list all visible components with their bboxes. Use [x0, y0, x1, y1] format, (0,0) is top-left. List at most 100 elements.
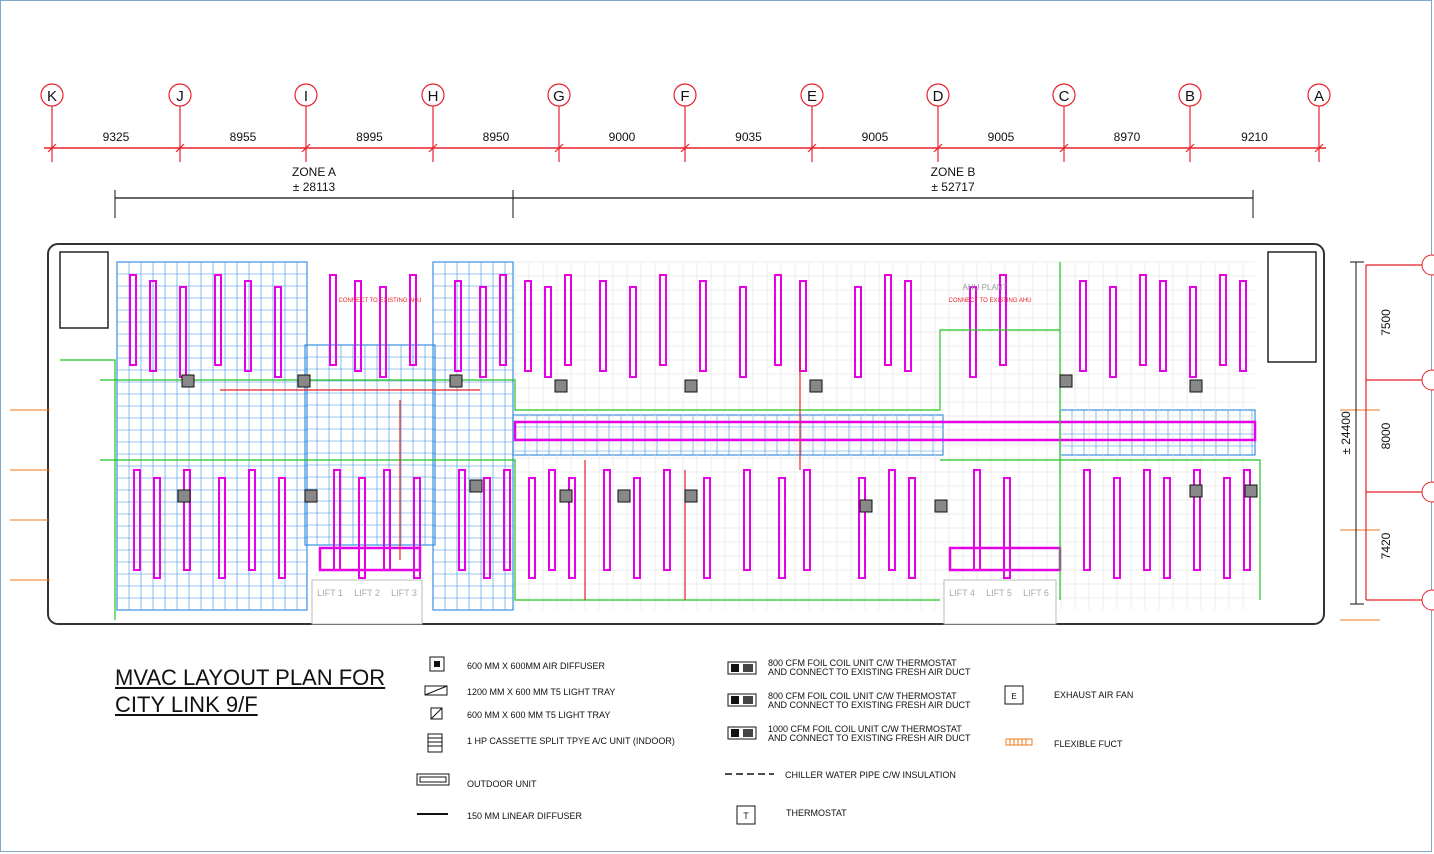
legend-outdoor: OUTDOOR UNIT: [467, 779, 537, 789]
legend-light-tray-600: 600 MM X 600 MM T5 LIGHT TRAY: [467, 710, 611, 720]
pipe-run-1: [100, 459, 940, 601]
duct-upper-0: [129, 274, 137, 366]
fcu-unit-4: [449, 374, 463, 388]
lift-block-b: [943, 579, 1057, 625]
duct-lower-18: [663, 469, 671, 571]
fcu-unit-0: [177, 489, 191, 503]
spacing-label-4: 9000: [609, 130, 636, 144]
spacing-label-5: 9035: [735, 130, 762, 144]
duct-upper-13: [524, 280, 532, 372]
grid-label-G: G: [553, 88, 565, 105]
grid-tick-C: [1059, 143, 1069, 153]
stair-core-left: [59, 251, 109, 329]
duct-upper-33: [1219, 274, 1227, 366]
fcu-unit-1: [304, 489, 318, 503]
ductwork: [129, 274, 1257, 579]
duct-upper-16: [599, 280, 607, 372]
linear-diffuser-symbol: [417, 813, 448, 815]
grid-tick-E: [807, 143, 817, 153]
duct-lower-27: [1003, 477, 1011, 579]
duct-lower-34: [1243, 469, 1251, 571]
legend-fcu-800-2-line1: 800 CFM FOIL COIL UNIT C/W THERMOSTAT: [768, 691, 957, 701]
duct-lower-21: [778, 477, 786, 579]
duct-lower-8: [383, 469, 391, 571]
grid-tick-F: [680, 143, 690, 153]
lift-5-label: LIFT 5: [986, 588, 1012, 598]
duct-upper-28: [1079, 280, 1087, 372]
spacing-label-1: 8955: [230, 130, 257, 144]
fcu-unit-9: [684, 379, 698, 393]
fcu-unit-8: [554, 379, 568, 393]
ahu-plant-label: AHU PLANT: [963, 283, 1008, 292]
duct-lower-31: [1163, 477, 1171, 579]
fcu-unit-7: [684, 489, 698, 503]
duct-upper-23: [854, 286, 862, 378]
pipe-run-3: [60, 359, 116, 620]
svg-text:T: T: [743, 811, 749, 821]
right-grid-bubble-2: [1421, 481, 1434, 503]
flexible-duct-symbol: [1005, 738, 1033, 746]
svg-text:E: E: [1011, 692, 1016, 701]
duct-upper-25: [904, 280, 912, 372]
grid-label-K: K: [47, 88, 57, 105]
duct-upper-17: [629, 286, 637, 378]
fcu-unit-11: [859, 499, 873, 513]
duct-lower-29: [1113, 477, 1121, 579]
duct-lower-23: [858, 477, 866, 579]
connect-ahu-label-b: CONNECT TO EXISTING AHU: [948, 298, 1031, 304]
lift-1-label: LIFT 1: [317, 588, 343, 598]
building-outline: [47, 243, 1325, 625]
duct-lower-2: [183, 469, 191, 571]
duct-lower-16: [603, 469, 611, 571]
duct-upper-21: [774, 274, 782, 366]
duct-lower-33: [1223, 477, 1231, 579]
duct-lower-3: [218, 477, 226, 579]
duct-lower-7: [358, 477, 366, 579]
duct-upper-5: [274, 286, 282, 378]
fcu-unit-14: [1189, 379, 1203, 393]
right-grid-bubble-3: [1421, 589, 1434, 611]
duct-lower-22: [803, 469, 811, 571]
duct-lower-17: [633, 477, 641, 579]
duct-lower-5: [278, 477, 286, 579]
grid-label-D: D: [933, 88, 944, 105]
duct-lobby-a: [318, 546, 422, 572]
fcu-1000-symbol: [727, 726, 757, 740]
duct-lower-19: [703, 477, 711, 579]
fcu-unit-10: [809, 379, 823, 393]
grid-label-F: F: [680, 88, 689, 105]
grid-bubble-A: [1307, 83, 1331, 107]
lift-2-label: LIFT 2: [354, 588, 380, 598]
duct-lower-32: [1193, 469, 1201, 571]
lift-lobby-a: LIFT 1 LIFT 2 LIFT 3: [311, 579, 423, 625]
spacing-label-9: 9210: [1241, 130, 1268, 144]
grid-tick-I: [301, 143, 311, 153]
fcu-unit-16: [1244, 484, 1258, 498]
duct-lower-28: [1083, 469, 1091, 571]
duct-lower-30: [1143, 469, 1151, 571]
chilled-water-pipes: [10, 262, 1380, 621]
duct-lower-15: [568, 477, 576, 579]
fcu-unit-3: [297, 374, 311, 388]
lift-6-label: LIFT 6: [1023, 588, 1049, 598]
grid-bubble-H: [421, 83, 445, 107]
grid-tick-J: [175, 143, 185, 153]
legend-thermostat: THERMOSTAT: [786, 808, 847, 818]
duct-upper-6: [329, 274, 337, 366]
grid-bubble-K: [40, 83, 64, 107]
legend-cassette: 1 HP CASSETTE SPLIT TPYE A/C UNIT (INDOO…: [467, 736, 675, 746]
grid-label-B: B: [1185, 88, 1195, 105]
duct-lower-13: [528, 477, 536, 579]
duct-upper-34: [1239, 280, 1247, 372]
legend-light-tray-1200: 1200 MM X 600 MM T5 LIGHT TRAY: [467, 687, 616, 697]
duct-upper-27: [999, 274, 1007, 366]
zone-name-0: ZONE A: [292, 165, 336, 179]
grid-tick-H: [428, 143, 438, 153]
zone-value-0: ± 28113: [293, 180, 336, 194]
grid-tick-A: [1314, 143, 1324, 153]
duct-lower-9: [413, 477, 421, 579]
